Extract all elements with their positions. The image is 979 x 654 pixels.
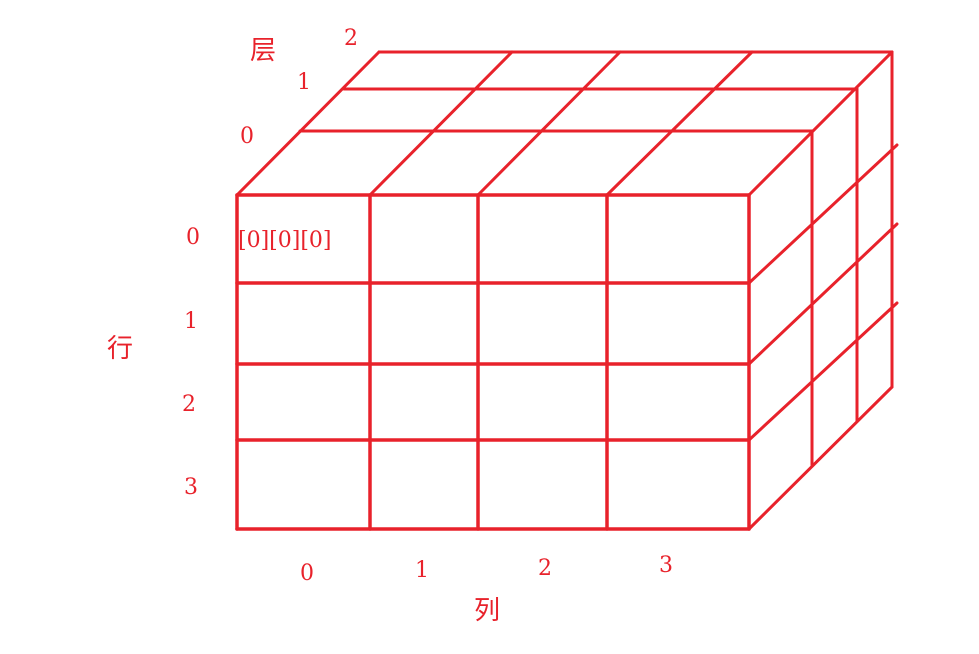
layer-axis-title: 层 xyxy=(250,36,277,66)
layer-label-2: 2 xyxy=(344,26,358,51)
row-label-0: 0 xyxy=(186,225,200,250)
top-depth-line-2 xyxy=(476,50,622,197)
cube-grid-lines xyxy=(235,50,899,531)
top-depth-line-4 xyxy=(747,50,894,197)
top-depth-line-3 xyxy=(605,50,754,197)
col-label-1: 1 xyxy=(415,558,429,583)
first-cell-index-label: [0][0][0] xyxy=(238,228,332,253)
row-axis-title: 行 xyxy=(107,334,134,364)
right-depth-line-3 xyxy=(747,385,894,531)
layer-label-1: 1 xyxy=(297,70,311,95)
right-depth-line-0 xyxy=(747,143,899,285)
layer-label-0: 0 xyxy=(240,124,254,149)
right-depth-line-2 xyxy=(747,301,899,442)
top-depth-line-1 xyxy=(368,50,514,197)
row-label-2: 2 xyxy=(182,392,196,417)
col-label-2: 2 xyxy=(538,556,552,581)
col-label-0: 0 xyxy=(300,561,314,586)
col-axis-title: 列 xyxy=(474,596,501,626)
top-depth-line-0 xyxy=(235,50,381,197)
row-label-3: 3 xyxy=(184,475,198,500)
col-label-3: 3 xyxy=(659,553,673,578)
row-label-1: 1 xyxy=(184,309,198,334)
right-depth-line-1 xyxy=(747,222,899,366)
